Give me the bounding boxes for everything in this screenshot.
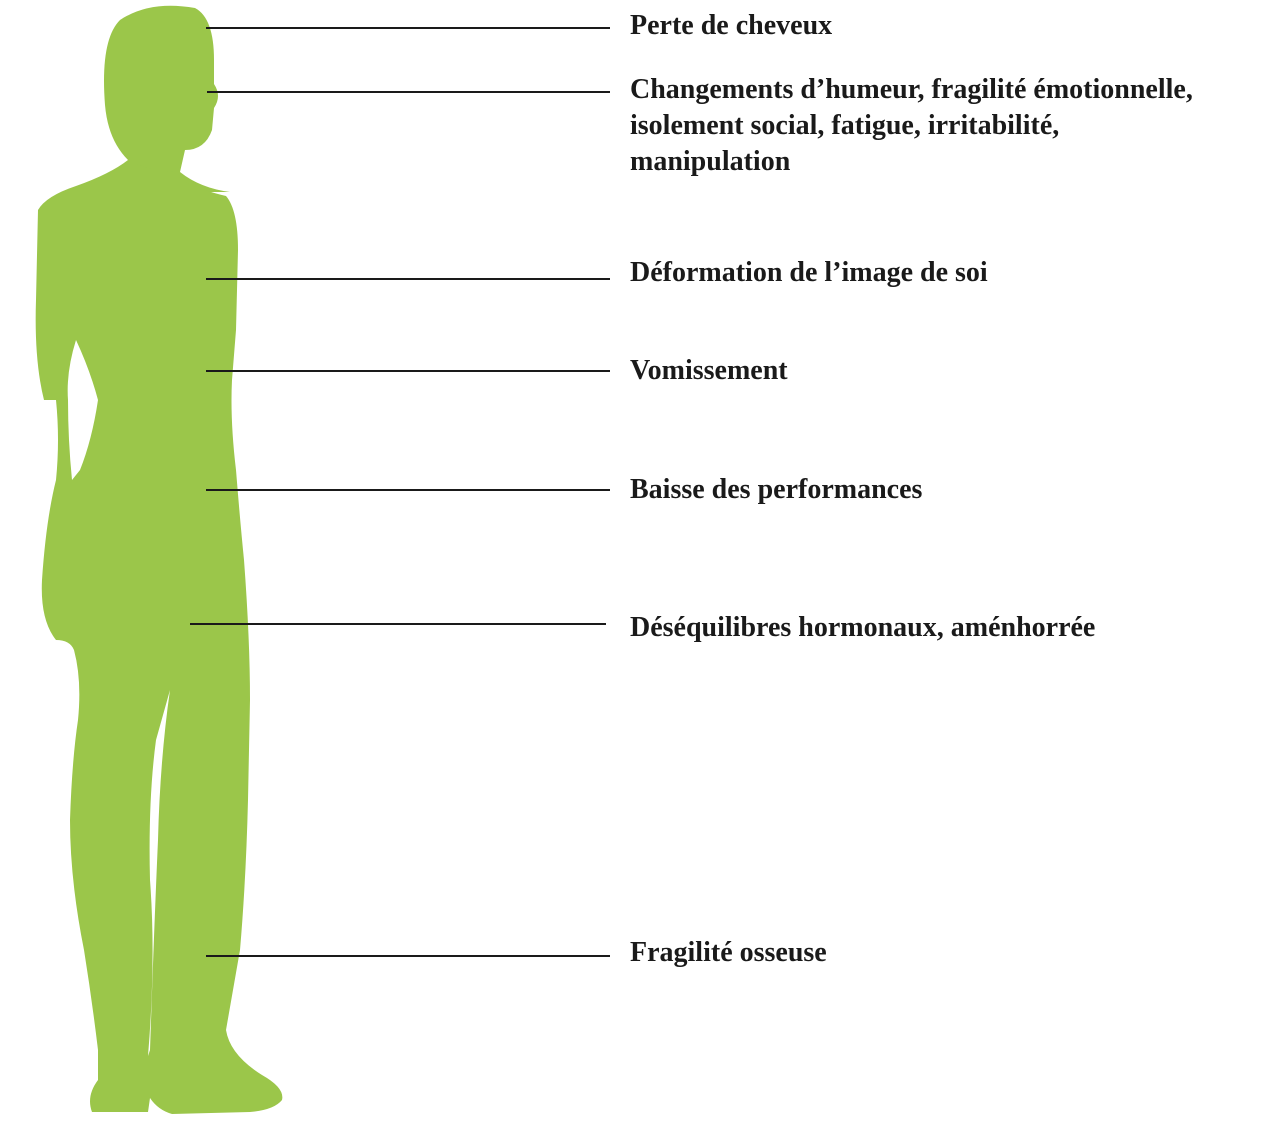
label-bones: Fragilité osseuse [630,935,827,971]
silhouette-fill [36,6,283,1114]
label-hair-loss: Perte de cheveux [630,8,832,44]
label-self-image: Déformation de l’image de soi [630,255,988,291]
leader-line-hair [206,27,610,29]
leader-line-performance [206,489,610,491]
label-vomiting: Vomissement [630,353,788,389]
label-hormonal: Déséquilibres hormonaux, aménhorrée [630,610,1095,646]
label-mood-line-2: isolement social, fatigue, irritabilité, [630,108,1193,144]
leader-line-self-image [206,278,610,280]
leader-line-vomiting [206,370,610,372]
leader-line-hormonal [190,623,606,625]
label-mood-line-3: manipulation [630,144,1193,180]
label-performance: Baisse des performances [630,472,922,508]
label-mood-changes: Changements d’humeur, fragilité émotionn… [630,72,1193,180]
torso-legs-shape [36,160,283,1114]
leader-line-bones [206,955,610,957]
label-mood-line-1: Changements d’humeur, fragilité émotionn… [630,72,1193,108]
leader-line-mood [207,91,610,93]
human-silhouette-icon [0,0,300,1122]
